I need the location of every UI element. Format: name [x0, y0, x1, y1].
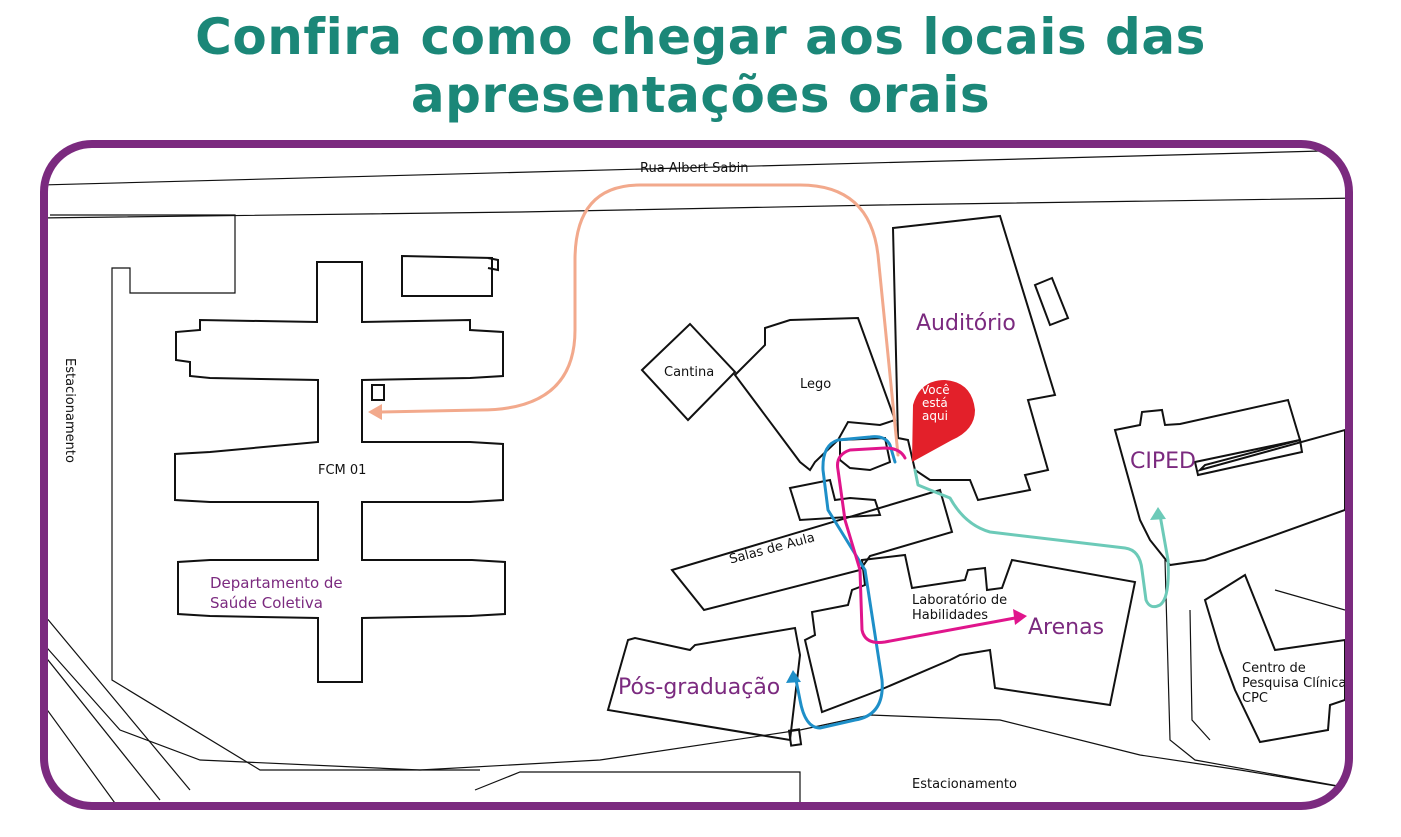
map-pin-icon	[912, 380, 975, 462]
auditorio-annex	[1033, 276, 1070, 327]
you-are-here-line3: aqui	[922, 409, 948, 423]
route-peach	[376, 183, 900, 457]
ciped-label: CIPED	[1130, 449, 1196, 474]
lab-building	[803, 553, 1137, 714]
dept-label-line2: Saúde Coletiva	[210, 594, 323, 612]
cpc-side	[1274, 589, 1345, 611]
map-drawing	[48, 149, 1345, 802]
route-blue	[793, 435, 897, 730]
center-block-1	[839, 436, 892, 472]
lab-label-line1: Laboratório de	[912, 593, 1008, 608]
auditorio-label: Auditório	[916, 311, 1016, 336]
arrow-magenta-head	[1013, 609, 1027, 625]
you-are-here-line2: está	[922, 396, 948, 410]
fcm01-label: FCM 01	[318, 463, 367, 478]
left-bottom-curve-1	[48, 618, 191, 791]
campus-map: Rua Albert Sabin Estacionamento FCM 01 D…	[40, 140, 1353, 810]
dept-label-line1: Departamento de	[210, 574, 343, 592]
building-north-small-tab	[487, 257, 499, 272]
right-road-2	[1189, 609, 1211, 741]
cantina-building	[640, 322, 737, 422]
you-are-here-line1: Você	[921, 383, 950, 397]
cpc-label-line3: CPC	[1242, 691, 1268, 706]
right-road-1	[1164, 559, 1345, 788]
fcm01-building	[174, 261, 506, 683]
lego-label: Lego	[800, 377, 832, 392]
ciped-building	[1113, 398, 1345, 567]
arrow-blue-head	[786, 670, 801, 683]
cantina-label: Cantina	[664, 365, 715, 380]
auditorio-building	[891, 214, 1057, 502]
street-edge-bottom	[48, 197, 1345, 219]
cpc-label-line1: Centro de	[1242, 661, 1306, 676]
bottom-parking	[474, 771, 801, 802]
fcm01-small-box	[371, 384, 385, 401]
parking-bottom-label: Estacionamento	[912, 777, 1017, 792]
left-bottom-curve-2	[48, 659, 161, 801]
lego-building	[733, 316, 897, 472]
left-parking-edge	[50, 214, 480, 771]
route-magenta	[836, 446, 1017, 644]
center-block-2	[788, 478, 882, 522]
arrow-teal-head	[1150, 507, 1166, 520]
posgrad-small-box	[787, 728, 803, 747]
left-bottom-curve-3	[48, 709, 115, 802]
lab-label-line2: Habilidades	[912, 608, 989, 623]
page-title: Confira como chegar aos locais das apres…	[195, 8, 1206, 124]
cpc-label-line2: Pesquisa Clínica	[1242, 676, 1347, 691]
posgrad-building	[606, 626, 802, 742]
posgrad-label: Pós-graduação	[618, 675, 781, 700]
bottom-road	[48, 648, 1345, 789]
salas-building	[670, 488, 954, 612]
cpc-building	[1203, 573, 1345, 744]
arenas-label: Arenas	[1028, 615, 1105, 640]
ciped-bar	[1193, 438, 1304, 477]
street-edge-top	[48, 149, 1345, 186]
route-teal	[913, 468, 1170, 609]
arrow-peach-head	[368, 404, 382, 420]
building-north-small	[401, 254, 493, 297]
parking-left-label: Estacionamento	[62, 358, 77, 463]
street-label: Rua Albert Sabin	[640, 161, 749, 176]
